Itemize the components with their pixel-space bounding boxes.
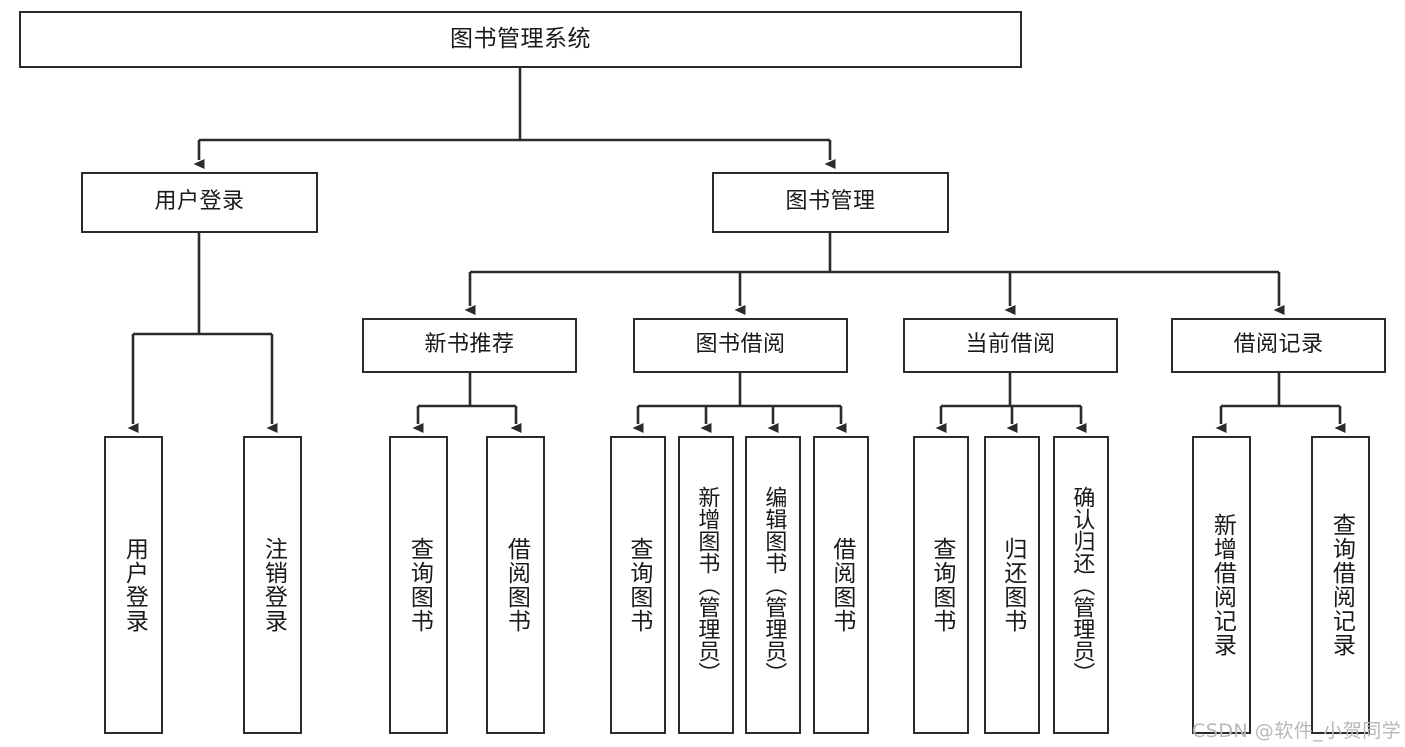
leaf-logout[interactable]: 注销登录 xyxy=(243,436,302,734)
leaf-edit-book-admin[interactable]: 编辑图书（管理员） xyxy=(745,436,801,734)
node-borrow-record[interactable]: 借阅记录 xyxy=(1171,318,1386,373)
leaf-query-book-borrow[interactable]: 查询图书 xyxy=(610,436,666,734)
node-root-system[interactable]: 图书管理系统 xyxy=(19,11,1022,68)
leaf-add-book-admin[interactable]: 新增图书（管理员） xyxy=(678,436,734,734)
leaf-borrow-book-rec[interactable]: 借阅图书 xyxy=(486,436,545,734)
node-user-login[interactable]: 用户登录 xyxy=(81,172,318,233)
leaf-query-book-current[interactable]: 查询图书 xyxy=(913,436,969,734)
leaf-query-borrow-record[interactable]: 查询借阅记录 xyxy=(1311,436,1370,734)
leaf-return-book[interactable]: 归还图书 xyxy=(984,436,1040,734)
leaf-borrow-book[interactable]: 借阅图书 xyxy=(813,436,869,734)
leaf-user-login[interactable]: 用户登录 xyxy=(104,436,163,734)
node-current-borrow[interactable]: 当前借阅 xyxy=(903,318,1118,373)
leaf-add-borrow-record[interactable]: 新增借阅记录 xyxy=(1192,436,1251,734)
node-book-borrow[interactable]: 图书借阅 xyxy=(633,318,848,373)
leaf-query-book-rec[interactable]: 查询图书 xyxy=(389,436,448,734)
leaf-confirm-return-admin[interactable]: 确认归还（管理员） xyxy=(1053,436,1109,734)
node-new-book-rec[interactable]: 新书推荐 xyxy=(362,318,577,373)
watermark-label: CSDN @软件_小贺同学 xyxy=(1192,720,1402,742)
node-book-manage[interactable]: 图书管理 xyxy=(712,172,949,233)
